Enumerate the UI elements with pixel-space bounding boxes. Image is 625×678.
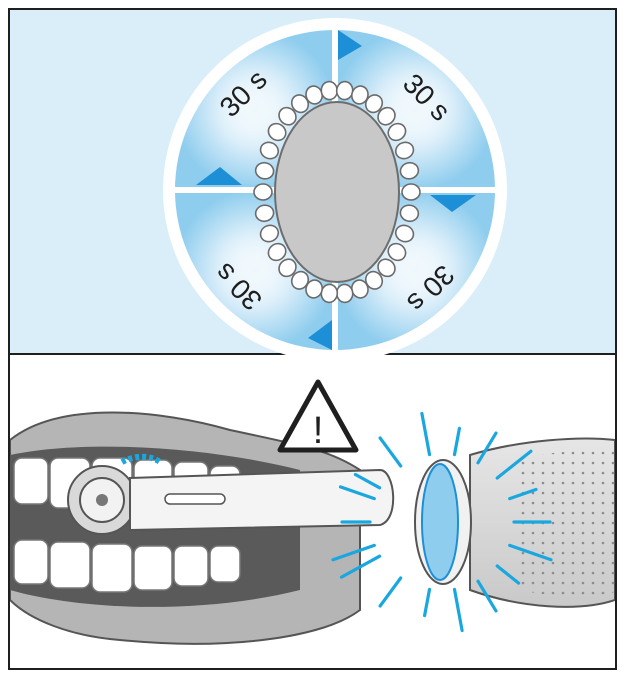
brush-neck	[129, 468, 395, 532]
tooth	[254, 204, 275, 223]
flash-ray	[378, 436, 403, 468]
marker-bottom-icon	[308, 320, 332, 350]
tooth	[387, 242, 407, 262]
warning-icon: !	[277, 379, 359, 453]
tooth	[253, 183, 273, 201]
flash-ray	[452, 587, 464, 633]
flash-ray	[339, 554, 382, 579]
tooth	[267, 122, 287, 142]
palate	[274, 101, 400, 283]
flash-ray	[452, 426, 461, 457]
tooth	[364, 94, 384, 114]
bristles-blue	[120, 453, 162, 465]
flash-ray	[495, 564, 521, 585]
flash-ray	[353, 472, 382, 490]
tooth	[399, 204, 420, 223]
tooth	[305, 279, 324, 299]
marker-top-icon	[338, 30, 362, 60]
tooth	[267, 242, 287, 262]
flash-ray	[378, 576, 403, 608]
flash-ray	[423, 587, 432, 618]
flash-ray	[508, 543, 553, 562]
quadrant-timer-diagram: 30 s 30 s 30 s 30 s	[163, 18, 507, 362]
flash-ray	[476, 579, 498, 613]
flash-ray	[508, 487, 538, 501]
flash-ray	[420, 411, 432, 457]
marker-right-icon	[430, 195, 476, 212]
flash-ray	[495, 449, 533, 480]
flash-ray	[331, 543, 376, 562]
tooth	[394, 141, 415, 160]
flash-ray	[476, 431, 498, 465]
tooth	[350, 85, 369, 105]
flash-ray	[338, 485, 376, 501]
tooth	[401, 183, 421, 201]
tooth	[377, 258, 396, 278]
brush-head-center	[96, 494, 108, 506]
pressure-ring-light	[421, 463, 459, 581]
lower-teeth	[13, 539, 241, 593]
flash-rays	[331, 411, 553, 633]
tooth	[290, 270, 310, 290]
tooth	[259, 224, 280, 243]
tooth	[259, 141, 280, 160]
tooth	[377, 106, 396, 126]
neck-slot	[164, 493, 226, 505]
teeth-arch	[253, 80, 421, 304]
tooth	[387, 122, 407, 142]
tooth	[394, 224, 415, 243]
tooth	[278, 258, 297, 278]
warning-symbol: !	[313, 410, 324, 452]
marker-left-icon	[196, 167, 242, 185]
handle-grip-dots	[520, 450, 615, 597]
tooth	[254, 161, 275, 180]
tooth	[399, 161, 420, 180]
tooth	[278, 106, 297, 126]
